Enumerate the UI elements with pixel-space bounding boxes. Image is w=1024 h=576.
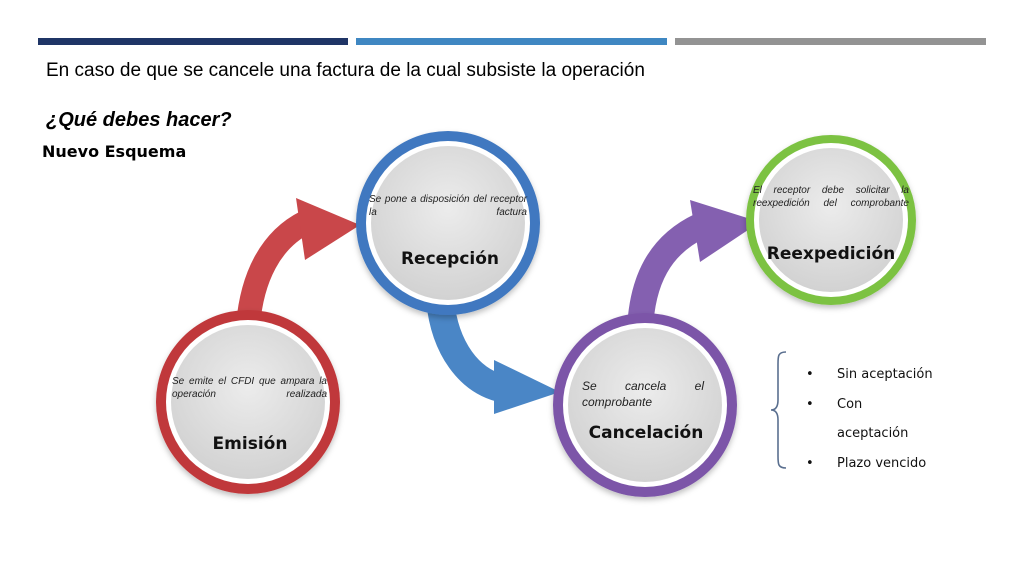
option-plazo-vencido: Plazo vencido <box>806 449 933 479</box>
left-brace-icon <box>770 351 787 469</box>
cancellation-options-list: Sin aceptación Con aceptación Plazo venc… <box>806 360 933 478</box>
node-recepcion <box>356 131 540 315</box>
scheme-subtitle: Nuevo Esquema <box>42 142 187 161</box>
header-bar-gray <box>675 38 986 45</box>
node-emision <box>156 310 340 494</box>
node-reexpedicion <box>746 135 916 305</box>
cancelacion-description: Se cancela el comprobante <box>582 379 704 409</box>
arrow-cancelacion-to-reexpedicion <box>627 200 760 331</box>
header-bar-blue <box>356 38 667 45</box>
reexpedicion-title: Reexpedición <box>766 244 896 264</box>
recepcion-title: Recepción <box>400 249 500 269</box>
option-con-aceptacion: Con <box>806 390 933 420</box>
node-cancelacion <box>553 313 737 497</box>
emision-title: Emisión <box>212 434 288 454</box>
reexpedicion-description: El receptor debe solicitar la reexpedici… <box>753 185 909 209</box>
header-bar-navy <box>38 38 348 45</box>
slide-title: En caso de que se cancele una factura de… <box>46 60 645 81</box>
recepcion-description: Se pone a disposición del receptor la fa… <box>369 194 527 218</box>
arrow-emision-to-recepcion <box>236 198 360 327</box>
question-heading: ¿Qué debes hacer? <box>46 109 232 131</box>
emision-description: Se emite el CFDI que ampara la operación… <box>172 376 327 400</box>
option-con-aceptacion-continued: aceptación <box>837 426 909 441</box>
cancelacion-title: Cancelación <box>588 423 704 443</box>
option-sin-aceptacion: Sin aceptación <box>806 360 933 390</box>
arrow-recepcion-to-cancelacion <box>426 298 560 414</box>
